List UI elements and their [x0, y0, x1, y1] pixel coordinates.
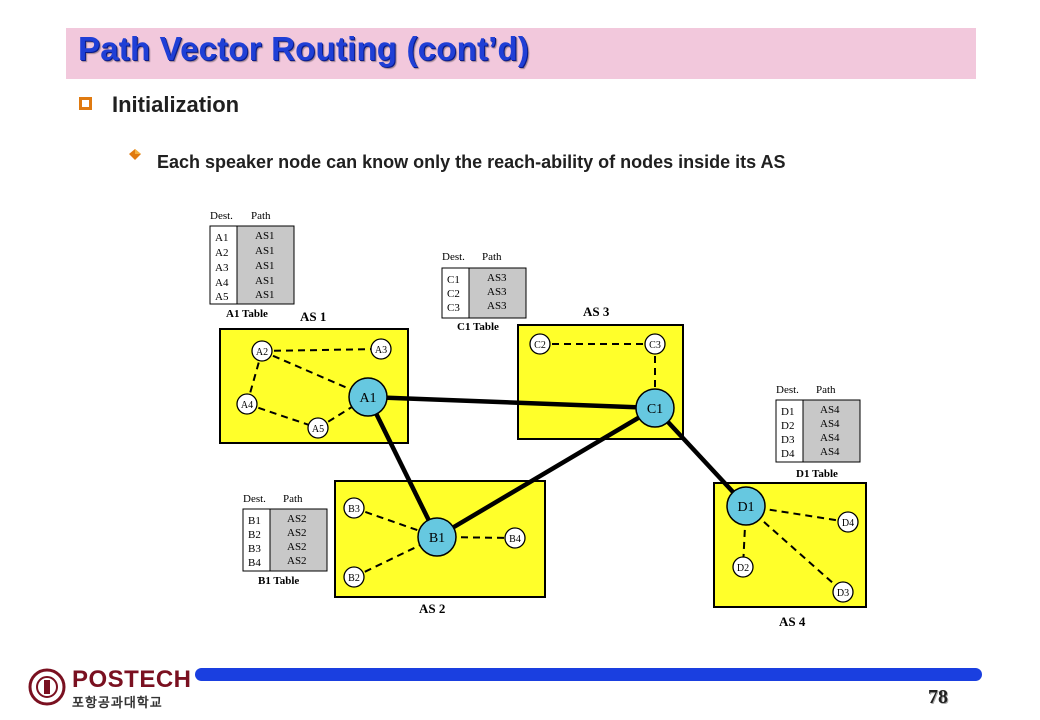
page-number: 78 — [928, 686, 948, 708]
a1-table: Dest. Path A1 A2 A3 A4 A5 AS1 AS1 AS1 AS… — [209, 210, 295, 320]
c1-table: Dest. Path C1 C2 C3 AS3 AS3 AS3 C1 Table — [441, 251, 527, 333]
node-b3: B3 — [348, 504, 360, 515]
b1-table-dest: B4 — [248, 557, 261, 569]
node-b2: B2 — [348, 573, 360, 584]
d1-table-dest: D1 — [781, 406, 794, 418]
b1-table-head-dest: Dest. — [243, 493, 266, 505]
node-a4: A4 — [241, 400, 253, 411]
d1-table-caption: D1 Table — [796, 468, 838, 480]
c1-table-path: AS3 — [487, 286, 507, 298]
node-b4: B4 — [509, 534, 521, 545]
a1-table-dest: A5 — [215, 291, 229, 303]
node-a1: A1 — [359, 391, 376, 406]
b1-table-path: AS2 — [287, 527, 307, 539]
b1-table-dest: B3 — [248, 543, 261, 555]
node-b1: B1 — [429, 531, 445, 546]
a1-table-path: AS1 — [255, 289, 275, 301]
a1-table-path: AS1 — [255, 230, 275, 242]
d1-table-path: AS4 — [820, 418, 840, 430]
as1-label: AS 1 — [300, 309, 326, 324]
slide-title: Path Vector Routing (cont’d) — [78, 30, 530, 67]
a1-table-dest: A4 — [215, 277, 229, 289]
inter-as-links — [365, 394, 748, 539]
c1-table-dest: C2 — [447, 288, 460, 300]
node-a5: A5 — [312, 424, 324, 435]
as4-label: AS 4 — [779, 614, 806, 629]
postech-emblem-icon — [28, 668, 66, 706]
logo-wordmark: POSTECH — [72, 666, 192, 693]
a1-table-caption: A1 Table — [226, 308, 268, 320]
c1-table-head-path: Path — [482, 251, 502, 263]
speaker-nodes: A1 B1 C1 D1 — [348, 377, 766, 557]
c1-table-path: AS3 — [487, 272, 507, 284]
a1-table-path: AS1 — [255, 275, 275, 287]
c1-table-head-dest: Dest. — [442, 251, 465, 263]
as2-label: AS 2 — [419, 601, 445, 616]
d1-table-head-dest: Dest. — [776, 384, 799, 396]
b1-table-dest: B1 — [248, 515, 261, 527]
node-d1: D1 — [737, 500, 754, 515]
d1-table-dest: D3 — [781, 434, 795, 446]
square-bullet-icon — [79, 97, 92, 110]
ordinary-nodes — [236, 333, 859, 603]
c1-table-path: AS3 — [487, 300, 507, 312]
node-d2: D2 — [737, 563, 749, 574]
d1-table-path: AS4 — [820, 432, 840, 444]
node-d3: D3 — [837, 588, 849, 599]
b1-table-path: AS2 — [287, 555, 307, 567]
bullet-initialization: Initialization — [112, 92, 240, 117]
c1-table-caption: C1 Table — [457, 321, 499, 333]
c1-table-dest: C1 — [447, 274, 460, 286]
b1-table-path: AS2 — [287, 513, 307, 525]
a1-table-dest: A1 — [215, 232, 228, 244]
a1-table-dest: A3 — [215, 262, 229, 274]
d1-table-dest: D2 — [781, 420, 794, 432]
b1-table-dest: B2 — [248, 529, 261, 541]
as3-label: AS 3 — [583, 304, 610, 319]
d1-table: Dest. Path D1 D2 D3 D4 AS4 AS4 AS4 AS4 D… — [775, 384, 861, 480]
diamond-bullet-icon — [129, 149, 141, 160]
a1-table-dest: A2 — [215, 247, 228, 259]
d1-table-path: AS4 — [820, 446, 840, 458]
title-bar — [66, 28, 976, 79]
b1-table: Dest. Path B1 B2 B3 B4 AS2 AS2 AS2 AS2 B… — [242, 493, 328, 587]
b1-table-head-path: Path — [283, 493, 303, 505]
b1-table-path: AS2 — [287, 541, 307, 553]
a1-table-head-dest: Dest. — [210, 210, 233, 222]
d1-table-path: AS4 — [820, 404, 840, 416]
a1-table-path: AS1 — [255, 245, 275, 257]
b1-table-caption: B1 Table — [258, 575, 299, 587]
c1-table-dest: C3 — [447, 302, 460, 314]
footer-bar — [195, 668, 982, 681]
a1-table-path: AS1 — [255, 260, 275, 272]
a1-table-head-path: Path — [251, 210, 271, 222]
d1-table-dest: D4 — [781, 448, 795, 460]
node-a3: A3 — [375, 345, 387, 356]
node-a2: A2 — [256, 347, 268, 358]
node-d4: D4 — [842, 518, 854, 529]
bullet-speaker-node: Each speaker node can know only the reac… — [157, 152, 786, 172]
node-c2: C2 — [534, 340, 546, 351]
d1-table-head-path: Path — [816, 384, 836, 396]
node-c1: C1 — [647, 402, 663, 417]
ordinary-node-labels: A2 A3 A4 A5 B2 B3 B4 C2 C3 D2 D3 D4 — [241, 340, 854, 599]
node-c3: C3 — [649, 340, 661, 351]
logo-subtitle: 포항공과대학교 — [72, 695, 163, 710]
